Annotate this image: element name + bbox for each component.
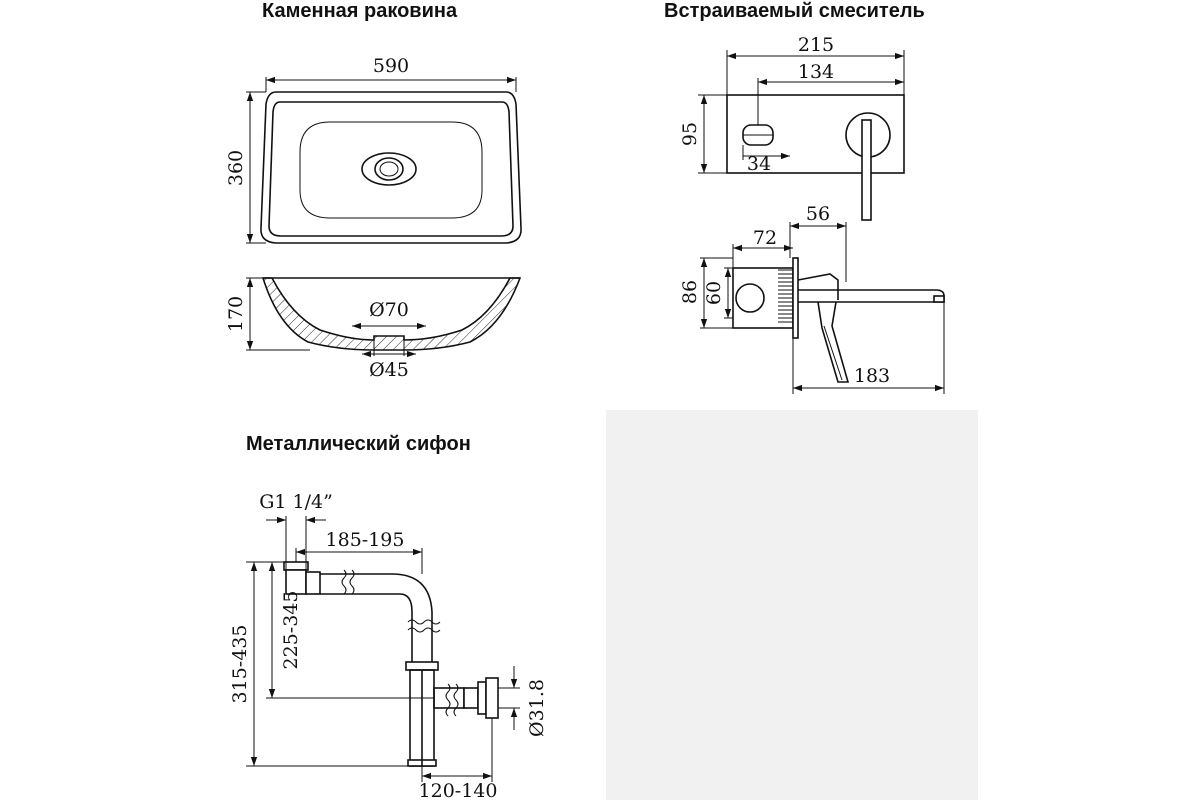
sink-drain-outer xyxy=(361,152,417,186)
sink-title: Каменная раковина xyxy=(262,0,458,22)
sink-drawing: 590 360 170 Ø70 Ø45 xyxy=(225,55,522,381)
siphon-thread-label: G1 1/4” xyxy=(259,491,333,513)
mixer-drawing: 215 134 95 34 xyxy=(679,34,945,394)
sink-depth-label: 360 xyxy=(225,150,247,186)
mixer-body-height-label: 86 xyxy=(679,280,701,304)
siphon-title: Металлический сифон xyxy=(246,433,471,455)
mixer-front-view xyxy=(726,94,905,221)
sink-drain-top-label: Ø70 xyxy=(369,299,409,321)
mixer-handle-offset-label: 34 xyxy=(747,153,771,175)
mixer-body-inner-label: 60 xyxy=(703,281,725,305)
siphon-total-height-label: 315-435 xyxy=(229,625,251,704)
mixer-plate-height-label: 95 xyxy=(679,122,701,146)
empty-panel xyxy=(606,410,978,800)
sink-width-label: 590 xyxy=(373,55,409,77)
mixer-axis-distance-label: 134 xyxy=(798,61,834,83)
siphon-horizontal-label: 185-195 xyxy=(326,529,405,551)
siphon-body xyxy=(283,561,499,767)
sink-height-label: 170 xyxy=(225,296,247,332)
mixer-title: Встраиваемый смеситель xyxy=(664,0,925,22)
mixer-plate-width-label: 215 xyxy=(798,34,834,56)
siphon-inner-height-label: 225-345 xyxy=(280,591,302,670)
sink-drain-bottom-label: Ø45 xyxy=(369,359,409,381)
siphon-outlet-offset-label: 120-140 xyxy=(419,780,498,800)
mixer-body-depth-label: 72 xyxy=(753,227,777,249)
siphon-drawing: G1 1/4” 185-195 315-435 225-345 Ø31.8 12… xyxy=(229,491,548,800)
sink-top-view xyxy=(260,91,522,244)
mixer-spout-depth-label: 56 xyxy=(806,203,830,225)
mixer-side-view xyxy=(732,257,945,383)
mixer-spout-length-label: 183 xyxy=(854,365,890,387)
siphon-outlet-diameter-label: Ø31.8 xyxy=(526,679,548,737)
